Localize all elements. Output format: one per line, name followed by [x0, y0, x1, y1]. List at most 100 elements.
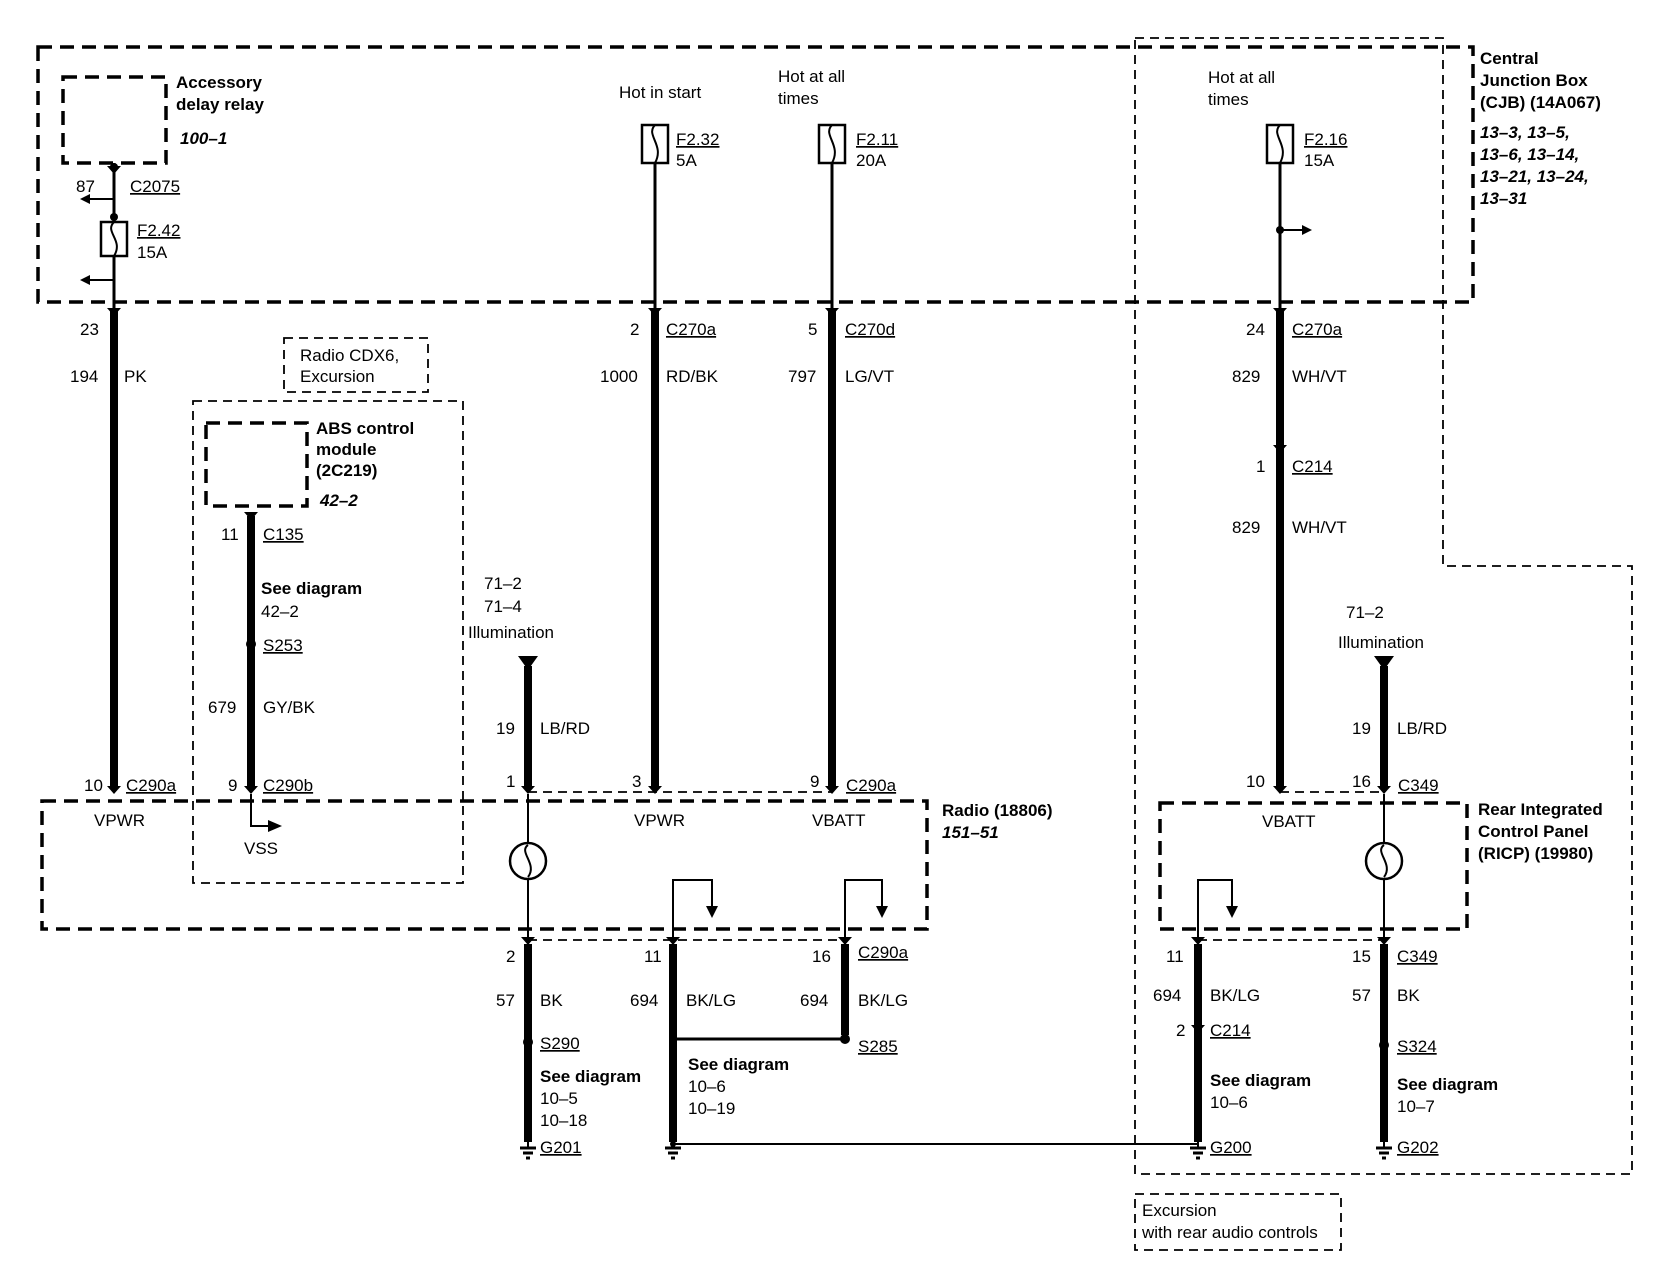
wire-57-right-circuit: 57 — [1352, 986, 1371, 1005]
illum-left-input-icon — [518, 656, 538, 670]
f232-rating: 5A — [676, 151, 697, 170]
f242-fuse-element — [110, 221, 118, 257]
ground-c-connector — [838, 937, 852, 945]
f242-id: F2.42 — [137, 221, 180, 240]
c290b-pin: 9 — [228, 776, 237, 795]
excursion-region — [1134, 37, 1633, 1175]
f216-note-1: Hot at all — [1208, 68, 1275, 87]
ricp-ground-loop-arrow — [1226, 906, 1238, 918]
radio-vbatt-connector — [825, 786, 839, 794]
vss-internal-line — [250, 794, 276, 827]
ground-b-pin: 11 — [644, 947, 662, 966]
radio-box — [40, 799, 929, 931]
f216-branch-arrow — [1302, 225, 1312, 235]
ground-a-pin: 2 — [506, 947, 515, 966]
illum-left-pin: 19 — [496, 719, 515, 738]
ricp-illum-id: C349 — [1398, 776, 1439, 795]
radio-vss-label: VSS — [244, 839, 278, 858]
wire-829-circuit: 829 — [1232, 367, 1260, 386]
c270a-rdbk-pin: 2 — [630, 320, 639, 339]
ground-a-see-diagram: See diagram — [540, 1067, 641, 1086]
f211-note-2: times — [778, 89, 819, 108]
c214-top-id: C214 — [1292, 457, 1333, 476]
c2075-pin: 87 — [76, 177, 95, 196]
s285-id: S285 — [858, 1037, 898, 1056]
c270-pk-connector — [107, 308, 121, 316]
abs-region — [192, 400, 464, 884]
ricp-vbatt-pin: 10 — [1246, 772, 1265, 791]
ricp-label-3: (RICP) (19980) — [1478, 844, 1593, 863]
ground-ra-connector — [1191, 937, 1205, 945]
abs-label-2: module — [316, 440, 376, 459]
ground-b-ref-1: 10–6 — [688, 1077, 726, 1096]
ground-rb-id: C349 — [1397, 947, 1438, 966]
cjb-ref-4: 13–31 — [1480, 189, 1527, 208]
wire-1000-circuit: 1000 — [600, 367, 638, 386]
excursion-note-box — [1134, 1193, 1342, 1251]
c2075-id: C2075 — [130, 177, 180, 196]
f232-fuse-icon — [640, 123, 670, 165]
g201-id: G201 — [540, 1138, 582, 1157]
ricp-illum-pin: 16 — [1352, 772, 1371, 791]
c270a-whvt-id: C270a — [1292, 320, 1343, 339]
g200-id: G200 — [1210, 1138, 1252, 1157]
wire-679-color: GY/BK — [263, 698, 316, 717]
radio-ground-loop-1-arrow — [706, 906, 718, 918]
c290a-vpwr-id: C290a — [126, 776, 177, 795]
cjb-label-2: Junction Box — [1480, 71, 1588, 90]
cjb-box — [36, 45, 1475, 304]
abs-label-3: (2C219) — [316, 461, 377, 480]
f211-fuse-icon — [817, 123, 847, 165]
wire-679-circuit: 679 — [208, 698, 236, 717]
g202-ground-icon — [1376, 1142, 1392, 1160]
ground-rb-ref-1: 10–7 — [1397, 1097, 1435, 1116]
f211-fuse-element — [828, 124, 836, 164]
f216-id: F2.16 — [1304, 130, 1347, 149]
wire-829b-circuit: 829 — [1232, 518, 1260, 537]
ground-rb-pin: 15 — [1352, 947, 1371, 966]
radio-vpwr-label: VPWR — [94, 811, 145, 830]
c270a-whvt-connector — [1273, 308, 1287, 316]
abs-see-diagram: See diagram — [261, 579, 362, 598]
ground-rb-connector — [1377, 937, 1391, 945]
c214-top-pin: 1 — [1256, 457, 1265, 476]
c270d-id: C270d — [845, 320, 895, 339]
wire-694-right-color: BK/LG — [1210, 986, 1260, 1005]
c270a-whvt-pin: 24 — [1246, 320, 1265, 339]
ricp-label-2: Control Panel — [1478, 822, 1589, 841]
f242-rating: 15A — [137, 243, 168, 262]
s324-id: S324 — [1397, 1037, 1437, 1056]
abs-ref: 42–2 — [319, 491, 358, 510]
s253-id: S253 — [263, 636, 303, 655]
cjb-ref-3: 13–21, 13–24, — [1480, 167, 1589, 186]
f232-fuse-element — [651, 124, 659, 164]
cjb-ref-2: 13–6, 13–14, — [1480, 145, 1579, 164]
wire-1000-color: RD/BK — [666, 367, 719, 386]
illum-right-pin: 19 — [1352, 719, 1371, 738]
ricp-illum-lamp-filament — [1380, 844, 1388, 878]
f242-arrow — [80, 275, 90, 285]
ground-ra-pin: 11 — [1166, 947, 1184, 966]
ground-ra-ref-1: 10–6 — [1210, 1093, 1248, 1112]
s324-splice — [1379, 1040, 1389, 1050]
f216-fuse-icon — [1265, 123, 1295, 165]
wire-829-color: WH/VT — [1292, 367, 1347, 386]
c214-bottom-id: C214 — [1210, 1021, 1251, 1040]
excursion-label-2: with rear audio controls — [1141, 1223, 1318, 1242]
f211-id: F2.11 — [856, 130, 898, 149]
wire-797-circuit: 797 — [788, 367, 816, 386]
cdx6-box — [283, 337, 429, 393]
c214-bottom-connector — [1191, 1025, 1205, 1033]
radio-ground-loop-2 — [844, 879, 883, 940]
ground-c-id: C290a — [858, 943, 909, 962]
illum-right-ref-1: 71–2 — [1346, 603, 1384, 622]
ricp-vbatt-label: VBATT — [1262, 812, 1316, 831]
g200-ground-icon — [1190, 1142, 1206, 1160]
c270d-pin: 5 — [808, 320, 817, 339]
ground-ra-see-diagram: See diagram — [1210, 1071, 1311, 1090]
illum-left-ref-1: 71–2 — [484, 574, 522, 593]
illum-left-label: Illumination — [468, 623, 554, 642]
relay-ref: 100–1 — [180, 129, 227, 148]
radio-ground-loop-2-arrow — [876, 906, 888, 918]
